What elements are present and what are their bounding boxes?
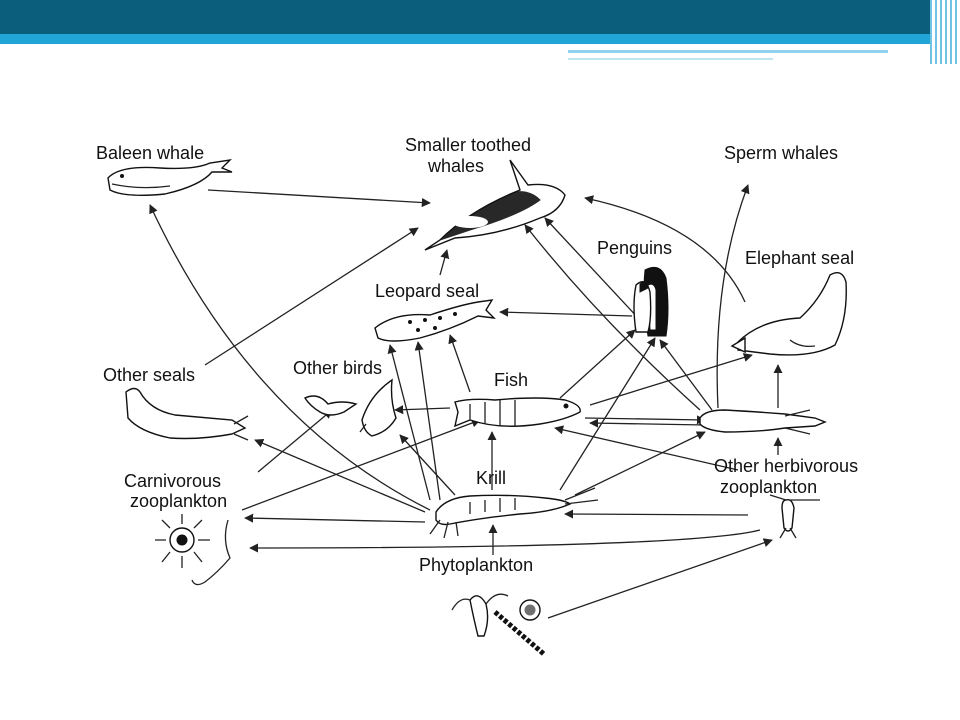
arrow-herbivorous-to-krill <box>564 509 749 519</box>
arrows <box>149 184 783 619</box>
phytoplankton-figure <box>451 593 547 657</box>
toothed-whale-figure <box>424 159 566 251</box>
squid-figure <box>699 409 827 435</box>
carnivorous-zooplankton-figure <box>155 514 231 586</box>
label-carnivorous-line2: zooplankton <box>130 491 227 511</box>
arrow-krill-to-penguins <box>559 337 656 491</box>
label-smaller-toothed-line1: Smaller toothed <box>405 135 531 155</box>
label-elephant-seal: Elephant seal <box>745 248 854 268</box>
arrow-squid-to-toothed <box>524 224 701 411</box>
arrow-fish-to-elephant <box>589 353 753 406</box>
arrow-krill-to-fish <box>399 434 456 496</box>
arrow-krill-to-baleen <box>149 204 431 511</box>
krill-figure <box>429 487 599 539</box>
arrow-penguins-to-toothed <box>544 217 641 321</box>
other-seals-figure <box>125 387 249 441</box>
arrow-phyto-to-herbivorous <box>547 538 773 619</box>
arrow-krill-to-birds <box>387 344 431 501</box>
leopard-seal-figure <box>374 299 496 342</box>
header-edge-stripes <box>930 0 960 64</box>
label-penguins: Penguins <box>597 238 672 258</box>
arrow-krill-to-carnivorous <box>244 513 426 523</box>
fish-figure <box>454 397 581 428</box>
header-accent-bar <box>0 34 960 44</box>
arrow-penguins-to-leopard <box>499 307 633 317</box>
arrow-fish-to-birds <box>394 405 451 415</box>
arrow-leopard-to-toothed <box>439 249 450 276</box>
arrow-krill-to-squid <box>574 431 706 496</box>
arrow-elephant-to-toothed <box>584 195 746 303</box>
label-sperm-whales: Sperm whales <box>724 143 838 163</box>
arrow-carnivorous-to-fish <box>241 418 481 511</box>
header-thin-line-2 <box>568 58 773 60</box>
label-herbivorous-line1: Other herbivorous <box>714 456 858 476</box>
elephant-seal-figure <box>730 272 847 356</box>
label-herbivorous-line2: zooplankton <box>720 477 817 497</box>
penguins-figure <box>633 266 669 337</box>
header-banner <box>0 0 960 34</box>
header-thin-line <box>568 50 888 53</box>
arrow-fish-to-leopard <box>448 334 471 393</box>
arrow-fish-to-penguins <box>559 329 636 399</box>
herbivorous-zooplankton-figure <box>769 494 820 539</box>
arrow-herbivorous-to-fish <box>554 425 739 471</box>
label-other-birds: Other birds <box>293 358 382 378</box>
arrow-carnivorous-to-birds <box>257 409 333 473</box>
other-birds-figure <box>303 378 397 437</box>
arrow-phyto-to-carnivorous <box>249 529 761 553</box>
label-leopard-seal: Leopard seal <box>375 281 479 301</box>
arrow-squid-to-sperm <box>716 184 750 409</box>
arrow-krill-to-leopard <box>414 341 441 501</box>
arrow-squid-to-fish <box>589 418 706 428</box>
label-fish: Fish <box>494 370 528 390</box>
arrow-fish-to-squid <box>584 415 706 425</box>
label-carnivorous-line1: Carnivorous <box>124 471 221 491</box>
label-krill: Krill <box>476 468 506 488</box>
arrow-baleen-to-toothed <box>207 189 431 208</box>
label-phytoplankton: Phytoplankton <box>419 555 533 575</box>
label-other-seals: Other seals <box>103 365 195 385</box>
arrow-otherseals-to-toothed <box>204 227 419 366</box>
label-smaller-toothed-line2: whales <box>427 156 484 176</box>
arrow-krill-to-otherseals <box>254 439 426 513</box>
baleen-whale-figure <box>107 158 233 197</box>
label-baleen-whale: Baleen whale <box>96 143 204 163</box>
